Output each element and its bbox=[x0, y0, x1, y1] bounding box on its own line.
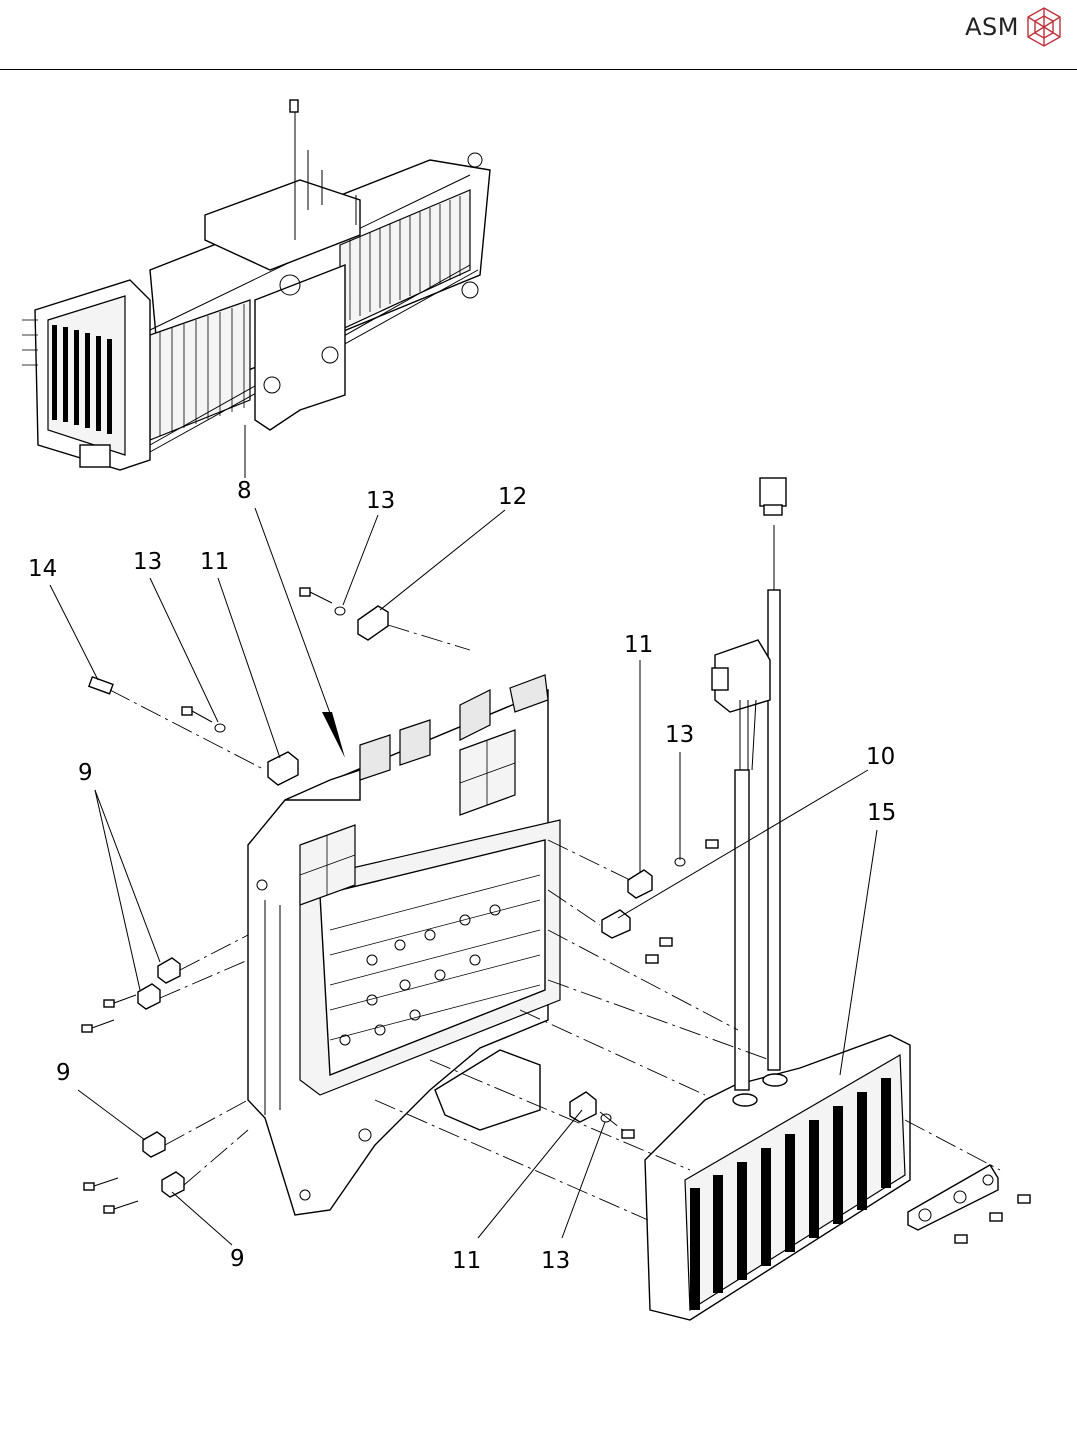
callout-15: 15 bbox=[867, 800, 896, 826]
callout-13-top: 13 bbox=[366, 488, 395, 514]
sensor-cable-part bbox=[712, 478, 786, 1090]
callout-13-right: 13 bbox=[665, 722, 694, 748]
callout-11-right: 11 bbox=[624, 632, 653, 658]
callout-8: 8 bbox=[237, 478, 252, 504]
callout-9-upper: 9 bbox=[78, 760, 93, 786]
asm-cube-logo-icon bbox=[1025, 6, 1063, 48]
callout-14: 14 bbox=[28, 556, 57, 582]
exploded-parts-diagram: 8 13 12 14 13 11 11 13 10 15 9 9 9 11 13 bbox=[0, 72, 1077, 1372]
overview-assembly-drawing bbox=[22, 100, 490, 478]
callout-11-bottom: 11 bbox=[452, 1248, 481, 1274]
callout-10: 10 bbox=[866, 744, 895, 770]
magazine-block-part bbox=[645, 1035, 910, 1320]
brand: ASM bbox=[965, 6, 1063, 48]
end-bracket-part bbox=[908, 1165, 998, 1230]
callout-9-lower: 9 bbox=[230, 1246, 245, 1272]
callout-13-left: 13 bbox=[133, 549, 162, 575]
callout-11-left: 11 bbox=[200, 549, 229, 575]
callout-13-bottom: 13 bbox=[541, 1248, 570, 1274]
callout-12: 12 bbox=[498, 484, 527, 510]
page-header: ASM bbox=[0, 0, 1077, 70]
main-frame-part bbox=[248, 508, 560, 1215]
brand-name: ASM bbox=[965, 13, 1019, 41]
header-divider bbox=[0, 69, 1077, 70]
callout-9-middle: 9 bbox=[56, 1060, 71, 1086]
